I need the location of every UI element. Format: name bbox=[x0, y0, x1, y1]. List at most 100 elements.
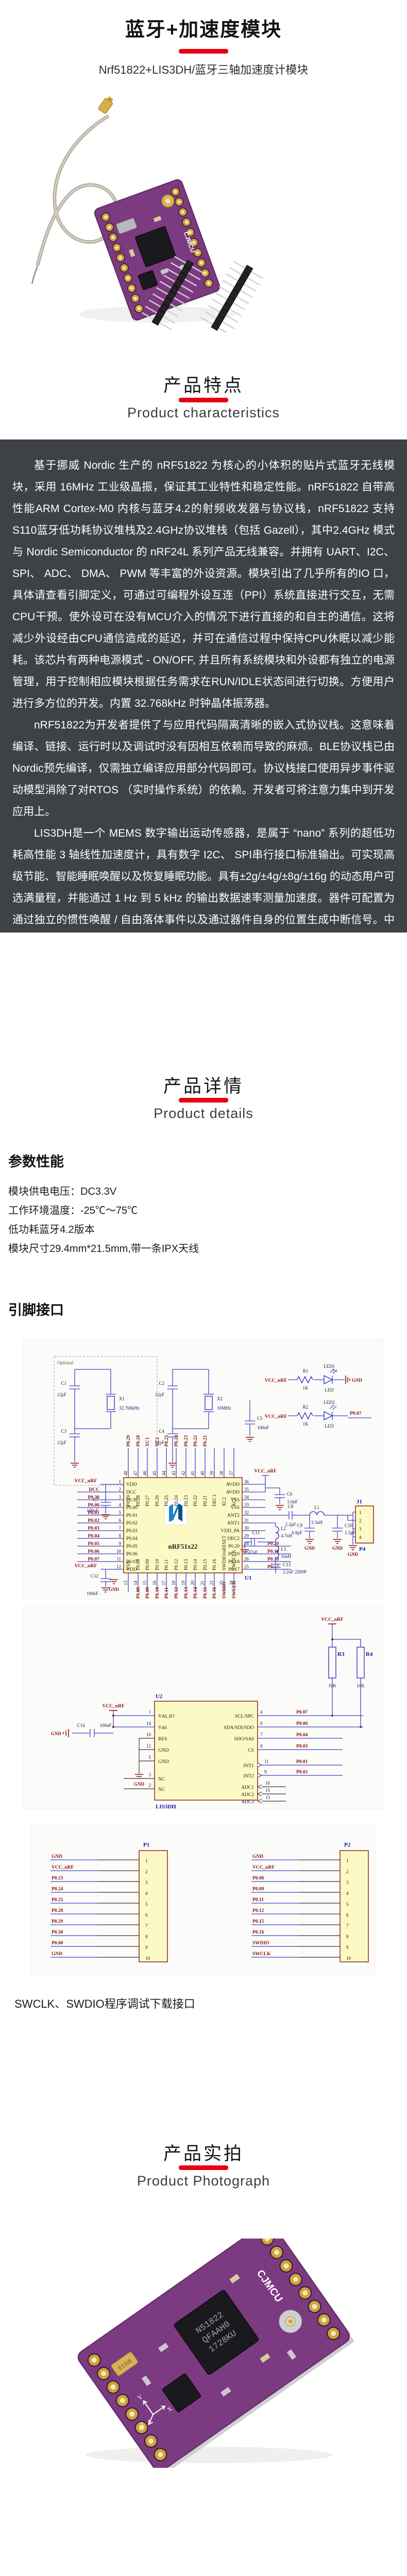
svg-text:P0.05: P0.05 bbox=[88, 1541, 100, 1547]
svg-text:3: 3 bbox=[359, 1527, 362, 1532]
svg-text:VCC_nRF: VCC_nRF bbox=[52, 1865, 74, 1870]
svg-text:9: 9 bbox=[264, 1769, 267, 1774]
feature-paragraph-3: LIS3DH是一个 MEMS 数字输出运动传感器，是属于 “nano” 系列的超… bbox=[12, 827, 395, 991]
svg-text:SDA/SDI/SDO: SDA/SDI/SDO bbox=[224, 1725, 254, 1731]
svg-text:41: 41 bbox=[190, 1471, 195, 1476]
svg-text:12: 12 bbox=[146, 1743, 151, 1749]
svg-text:P0.29: P0.29 bbox=[126, 1435, 131, 1447]
svg-text:GND: GND bbox=[134, 1782, 145, 1787]
svg-text:P0.23: P0.23 bbox=[184, 1435, 189, 1447]
svg-text:P0.25: P0.25 bbox=[164, 1435, 169, 1447]
svg-text:P0.22: P0.22 bbox=[193, 1495, 198, 1506]
svg-text:9: 9 bbox=[346, 1945, 349, 1950]
svg-text:17: 17 bbox=[161, 1581, 166, 1586]
svg-text:VCC_nRF: VCC_nRF bbox=[252, 1865, 275, 1870]
svg-text:XC2: XC2 bbox=[155, 1437, 160, 1447]
svg-text:C13: C13 bbox=[283, 1562, 291, 1567]
features-heading-cn: 产品特点 bbox=[163, 376, 244, 396]
svg-text:2: 2 bbox=[149, 1783, 151, 1788]
svg-text:14: 14 bbox=[146, 1721, 151, 1726]
svg-text:3.3nH: 3.3nH bbox=[311, 1520, 323, 1525]
rf-matching-network: C8 2.2pF L1 3.3nH GND C9 0.8pF GND C10 1… bbox=[241, 1499, 374, 1574]
avdd-c6: VCC_nRF C6 1.0nF bbox=[254, 1469, 298, 1510]
svg-text:P0.07: P0.07 bbox=[88, 1557, 100, 1562]
svg-text:GND: GND bbox=[332, 1546, 343, 1551]
photos-heading-en: Product Photograph bbox=[137, 2173, 270, 2189]
svg-text:1.5pF: 1.5pF bbox=[345, 1530, 355, 1535]
led1-circuit: VCC_nRF R1 1K LED1 LED GND bbox=[265, 1364, 363, 1393]
svg-text:XC2: XC2 bbox=[222, 1497, 227, 1506]
svg-text:1: 1 bbox=[119, 1479, 122, 1484]
svg-text:CS: CS bbox=[248, 1748, 254, 1753]
crystal bbox=[116, 218, 137, 234]
svg-text:P0.13: P0.13 bbox=[184, 1559, 189, 1570]
svg-text:P0.00: P0.00 bbox=[88, 1503, 100, 1508]
svg-text:20: 20 bbox=[190, 1581, 195, 1586]
svg-text:GND: GND bbox=[158, 1748, 169, 1753]
svg-text:47: 47 bbox=[133, 1471, 138, 1476]
svg-text:P0.12: P0.12 bbox=[174, 1559, 179, 1570]
svg-text:16: 16 bbox=[152, 1581, 157, 1586]
svg-text:LED1: LED1 bbox=[324, 1364, 335, 1369]
photo-closeup: N51822 QFAAH0 1728KU E1358 CJMCU Y X Z bbox=[77, 2239, 354, 2468]
svg-text:P0.02: P0.02 bbox=[296, 1770, 308, 1775]
svg-text:1: 1 bbox=[145, 1858, 148, 1863]
svg-text:VSS: VSS bbox=[231, 1498, 240, 1503]
svg-text:P0.14: P0.14 bbox=[193, 1559, 198, 1570]
u2-name: LIS3DH bbox=[156, 1804, 176, 1809]
svg-text:32.768kHz: 32.768kHz bbox=[119, 1405, 140, 1411]
page-subtitle: Nrf51822+LIS3DH/蓝牙三轴加速度计模块 bbox=[98, 63, 309, 76]
svg-text:P0.25: P0.25 bbox=[52, 1897, 63, 1903]
svg-text:47nF: 47nF bbox=[248, 1550, 258, 1555]
svg-text:VCC_nRF: VCC_nRF bbox=[75, 1479, 97, 1484]
svg-text:DCC: DCC bbox=[126, 1490, 137, 1495]
spec-item: 模块尺寸29.4mm*21.5mm,带一条IPX天线 bbox=[8, 1243, 199, 1255]
spec-item: 工作环境温度：-25℃～75℃ bbox=[8, 1205, 138, 1216]
svg-text:ADC3: ADC3 bbox=[241, 1800, 254, 1805]
svg-text:3: 3 bbox=[149, 1772, 151, 1777]
svg-text:P0.04: P0.04 bbox=[296, 1733, 308, 1738]
svg-text:P0.07: P0.07 bbox=[296, 1710, 308, 1715]
svg-text:12pF: 12pF bbox=[57, 1392, 66, 1397]
svg-text:27: 27 bbox=[244, 1549, 249, 1554]
svg-text:P0.10: P0.10 bbox=[155, 1587, 160, 1599]
svg-text:6: 6 bbox=[346, 1912, 349, 1918]
crystal-closeup bbox=[111, 2352, 138, 2376]
svg-text:9: 9 bbox=[145, 1945, 148, 1950]
svg-text:13: 13 bbox=[265, 1795, 270, 1800]
svg-text:P0.16: P0.16 bbox=[212, 1559, 217, 1570]
svg-text:P0.27: P0.27 bbox=[145, 1495, 150, 1506]
svg-text:P0.28: P0.28 bbox=[52, 1908, 63, 1913]
svg-text:XC1: XC1 bbox=[232, 1497, 237, 1506]
svg-text:8: 8 bbox=[145, 1934, 148, 1939]
svg-text:P0.04: P0.04 bbox=[126, 1536, 138, 1541]
crystal-16m: C2 12pF C4 12pF X2 16MHz bbox=[155, 1369, 231, 1468]
svg-text:P0.09: P0.09 bbox=[145, 1559, 150, 1570]
svg-text:P0.30: P0.30 bbox=[52, 1930, 63, 1935]
pcb-module: CJMCU bbox=[94, 179, 221, 321]
svg-text:P0.12: P0.12 bbox=[174, 1587, 179, 1599]
svg-text:2: 2 bbox=[346, 1869, 349, 1874]
svg-text:P0.08: P0.08 bbox=[252, 1876, 264, 1881]
svg-text:44: 44 bbox=[161, 1471, 166, 1476]
svg-text:8: 8 bbox=[119, 1533, 122, 1538]
svg-text:SWDIO/nRESET: SWDIO/nRESET bbox=[222, 1535, 227, 1570]
svg-text:VCC_nRF: VCC_nRF bbox=[265, 1414, 287, 1419]
svg-text:P0.30: P0.30 bbox=[88, 1495, 100, 1500]
svg-text:SWCLK: SWCLK bbox=[232, 1580, 237, 1599]
svg-text:1: 1 bbox=[149, 1709, 151, 1715]
features-text-block: 基于挪威 Nordic 生产的 nRF51822 为核心的小体积的贴片式蓝牙无线… bbox=[0, 439, 407, 991]
svg-text:6: 6 bbox=[119, 1518, 122, 1523]
svg-text:10: 10 bbox=[116, 1549, 122, 1554]
svg-text:P0.15: P0.15 bbox=[203, 1559, 208, 1570]
svg-text:VDD: VDD bbox=[126, 1567, 137, 1572]
svg-text:P0.08: P0.08 bbox=[136, 1559, 141, 1570]
svg-text:10: 10 bbox=[146, 1732, 151, 1737]
svg-text:J1: J1 bbox=[357, 1499, 362, 1505]
svg-text:L3: L3 bbox=[281, 1547, 286, 1552]
svg-text:21: 21 bbox=[200, 1581, 205, 1585]
svg-text:AVDD: AVDD bbox=[226, 1482, 240, 1487]
